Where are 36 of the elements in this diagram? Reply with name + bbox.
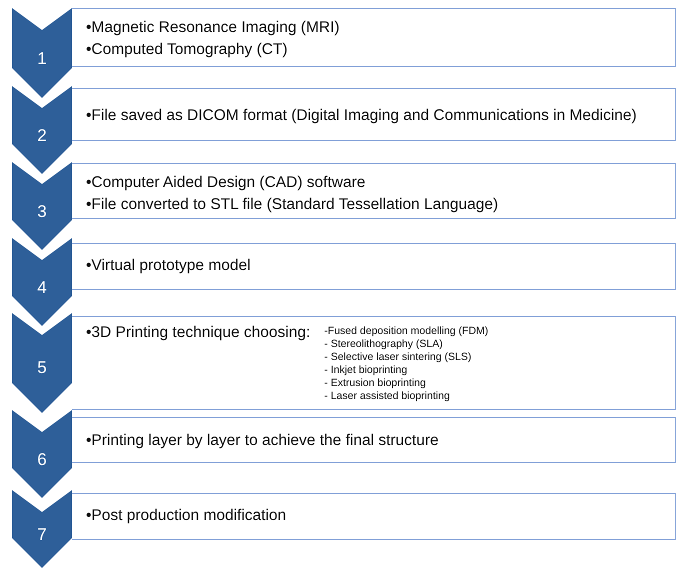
bullet-text: •Virtual prototype model [86, 256, 252, 276]
step-number-marker [12, 238, 72, 326]
bullet-text: •Magnetic Resonance Imaging (MRI) [86, 18, 341, 38]
step-panel [72, 417, 676, 463]
step-number: 1 [36, 49, 48, 69]
list-item: -Fused deposition modelling (FDM) [324, 325, 488, 338]
bullet-text: •File converted to STL file (Standard Tessellation Language) [86, 195, 500, 215]
list-item: - Selective laser sintering (SLS) [324, 351, 472, 364]
step-panel [72, 243, 676, 290]
step-number: 2 [36, 126, 48, 146]
step-panel [72, 8, 676, 67]
step-panel [72, 88, 676, 141]
step-number: 7 [36, 525, 48, 545]
step-panel [72, 316, 676, 410]
step-number-marker [12, 86, 72, 174]
list-item: - Extrusion bioprinting [324, 377, 427, 390]
step-number: 4 [36, 278, 48, 298]
list-item: - Inkjet bioprinting [324, 364, 408, 377]
step-panel [72, 163, 676, 219]
step-number-marker [12, 8, 72, 98]
bullet-text: •Computer Aided Design (CAD) software [86, 173, 366, 193]
list-item: - Laser assisted bioprinting [324, 390, 451, 403]
bullet-text: •Post production modification [86, 506, 288, 526]
step-number: 6 [36, 450, 48, 470]
step-number: 3 [36, 202, 48, 222]
step-number-marker [12, 162, 72, 250]
list-item: - Stereolithography (SLA) [324, 338, 444, 351]
step-number-marker [12, 410, 72, 498]
step-panel [72, 493, 676, 540]
bullet-text: •3D Printing technique choosing: [86, 323, 310, 343]
step-number-marker [12, 313, 72, 413]
bullet-text: •Printing layer by layer to achieve the final structure [86, 431, 440, 451]
step-number: 5 [36, 358, 48, 378]
bullet-text: •File saved as DICOM format (Digital Imaging and Communications in Medicine) [86, 106, 638, 126]
step-number-marker [12, 490, 72, 568]
bullet-text: •Computed Tomography (CT) [86, 40, 289, 60]
